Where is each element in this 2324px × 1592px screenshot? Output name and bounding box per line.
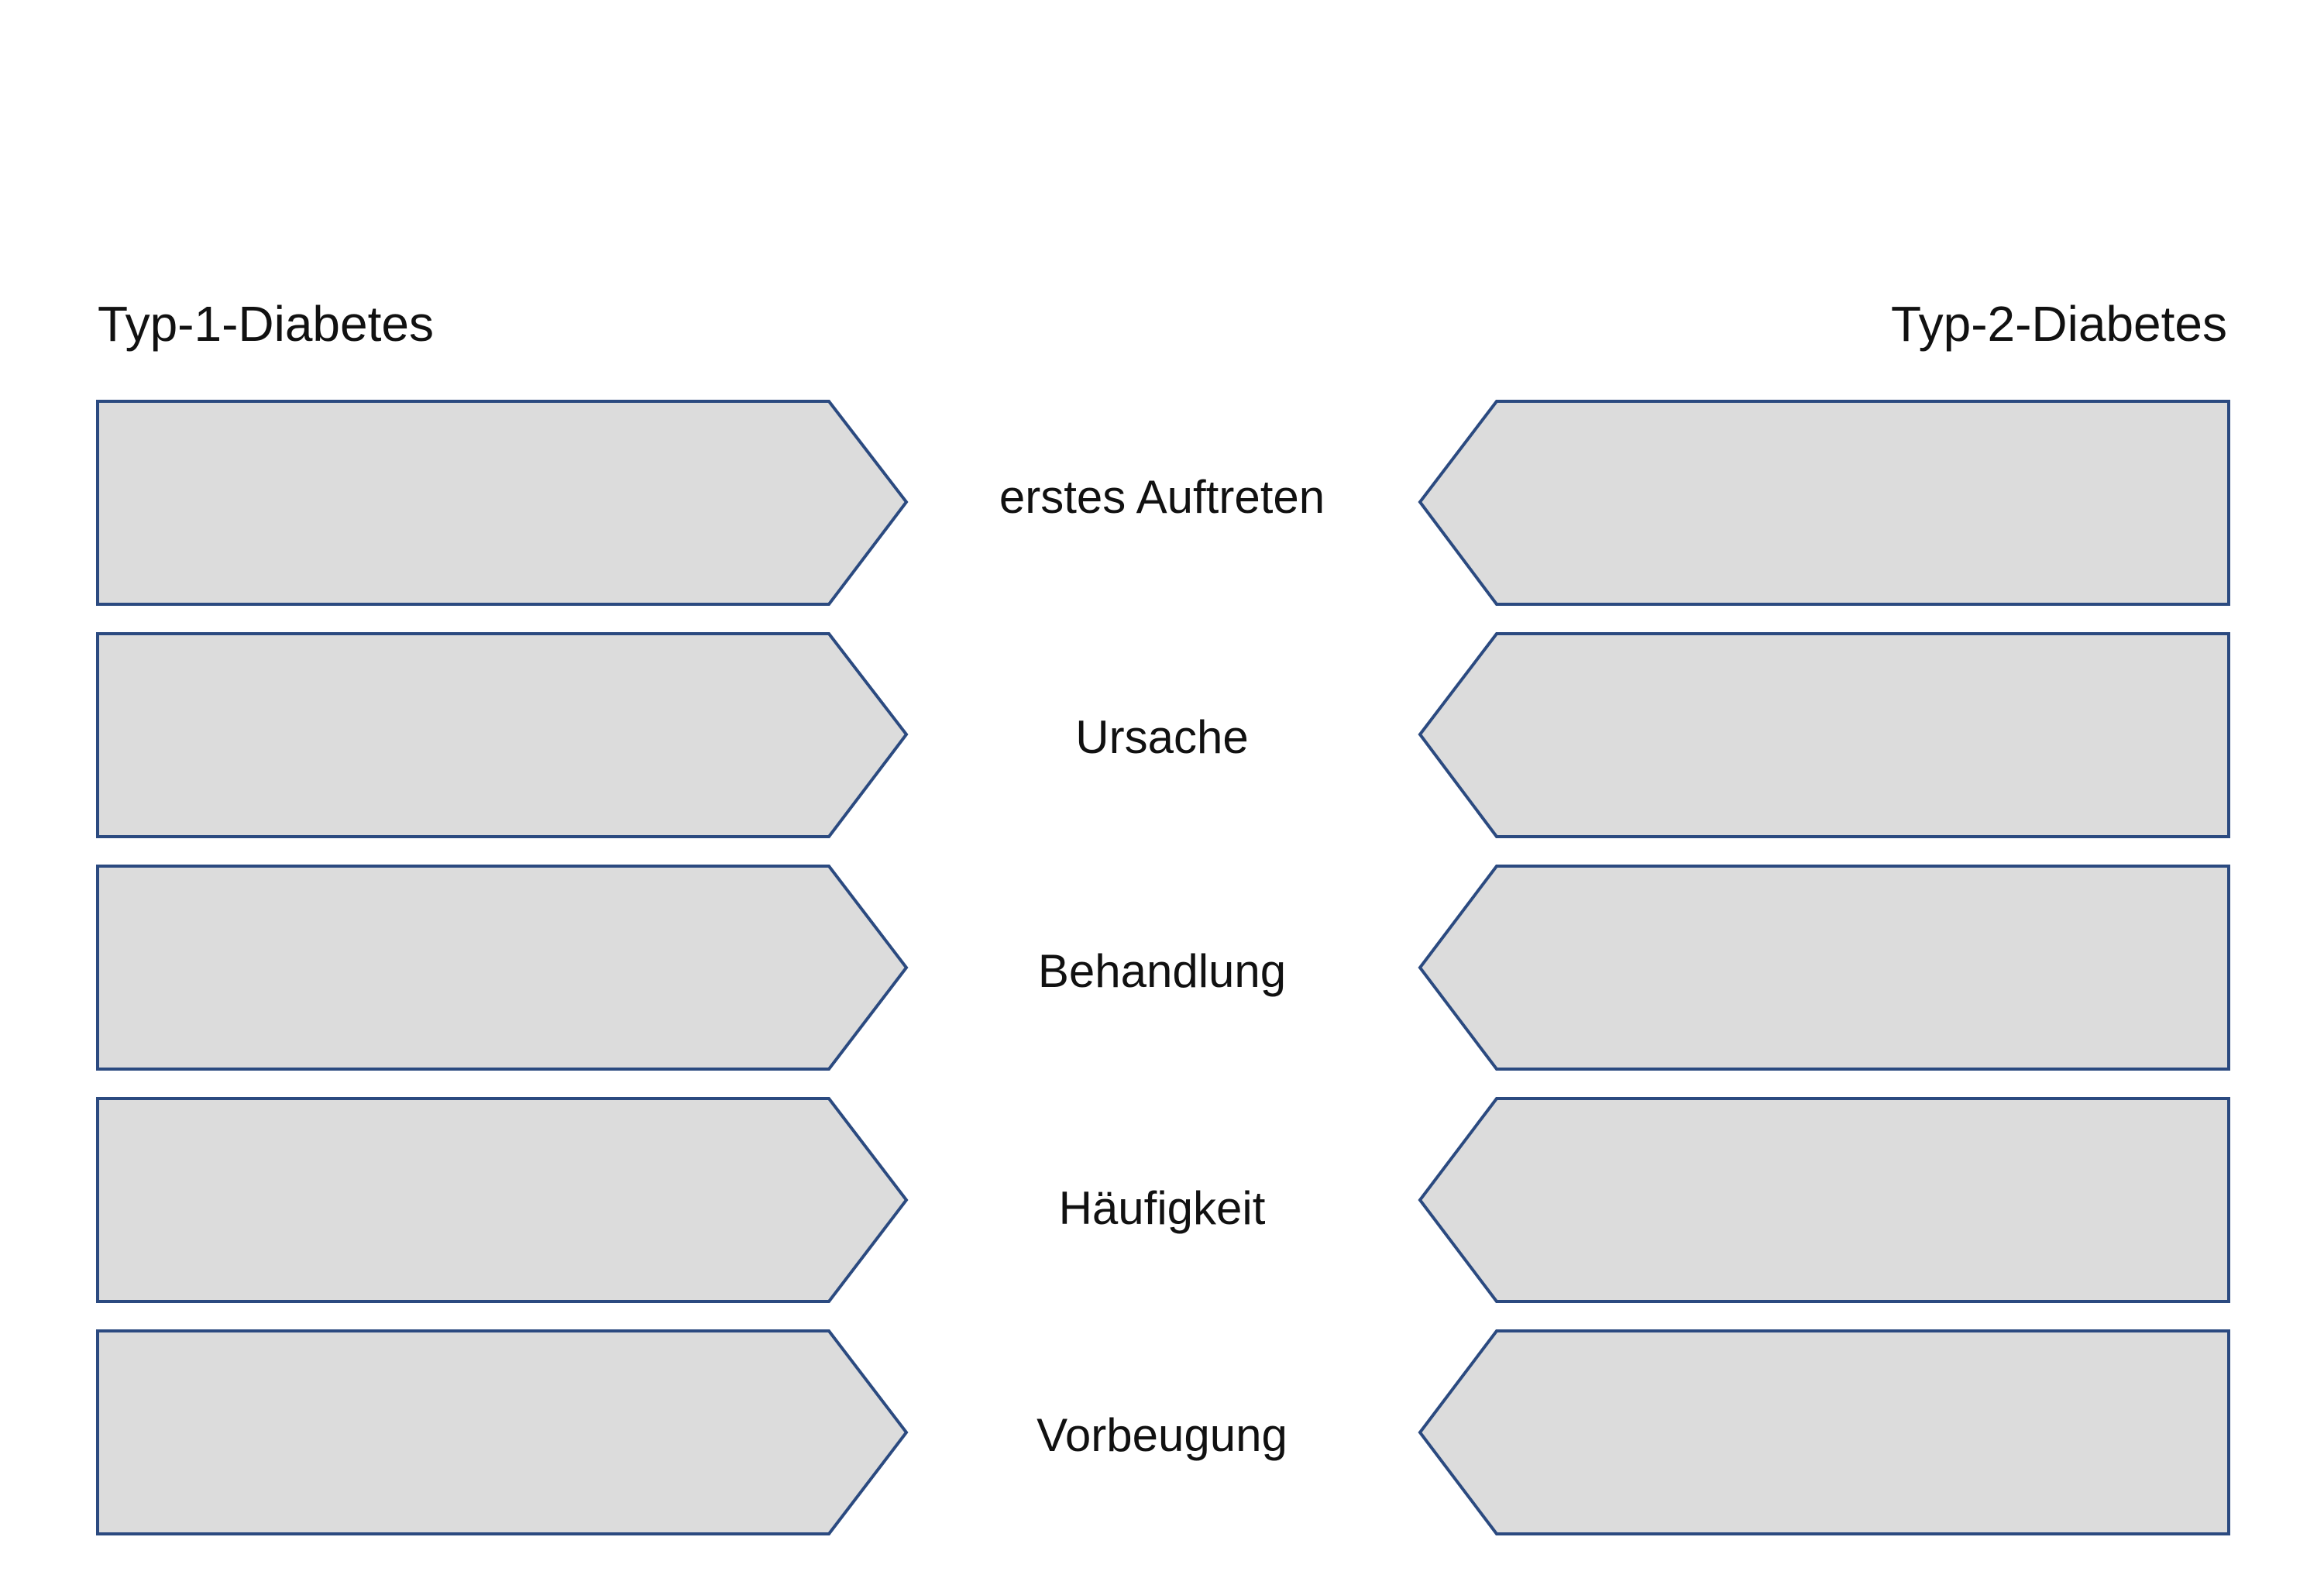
- row-label-erstes-auftreten: erstes Auftreten: [999, 471, 1325, 523]
- type-2-answer-box-vorbeugung[interactable]: [1418, 1329, 2230, 1535]
- row-label-haeufigkeit: Häufigkeit: [1058, 1182, 1266, 1234]
- heading-type-2-diabetes: Typ-2-Diabetes: [1891, 296, 2227, 352]
- type-2-answer-box-behandlung[interactable]: [1418, 865, 2230, 1071]
- heading-type-1-diabetes: Typ-1-Diabetes: [98, 296, 434, 352]
- row-label-ursache: Ursache: [1075, 711, 1249, 763]
- row-label-vorbeugung: Vorbeugung: [1037, 1409, 1287, 1461]
- row-label-behandlung: Behandlung: [1037, 945, 1287, 997]
- type-1-answer-box-behandlung[interactable]: [96, 865, 909, 1071]
- type-2-answer-box-haeufigkeit[interactable]: [1418, 1097, 2230, 1303]
- type-1-answer-box-haeufigkeit[interactable]: [96, 1097, 909, 1303]
- type-2-answer-box-erstes-auftreten[interactable]: [1418, 400, 2230, 606]
- type-1-answer-box-erstes-auftreten[interactable]: [96, 400, 909, 606]
- type-1-answer-box-vorbeugung[interactable]: [96, 1329, 909, 1535]
- type-2-answer-box-ursache[interactable]: [1418, 632, 2230, 838]
- type-1-answer-box-ursache[interactable]: [96, 632, 909, 838]
